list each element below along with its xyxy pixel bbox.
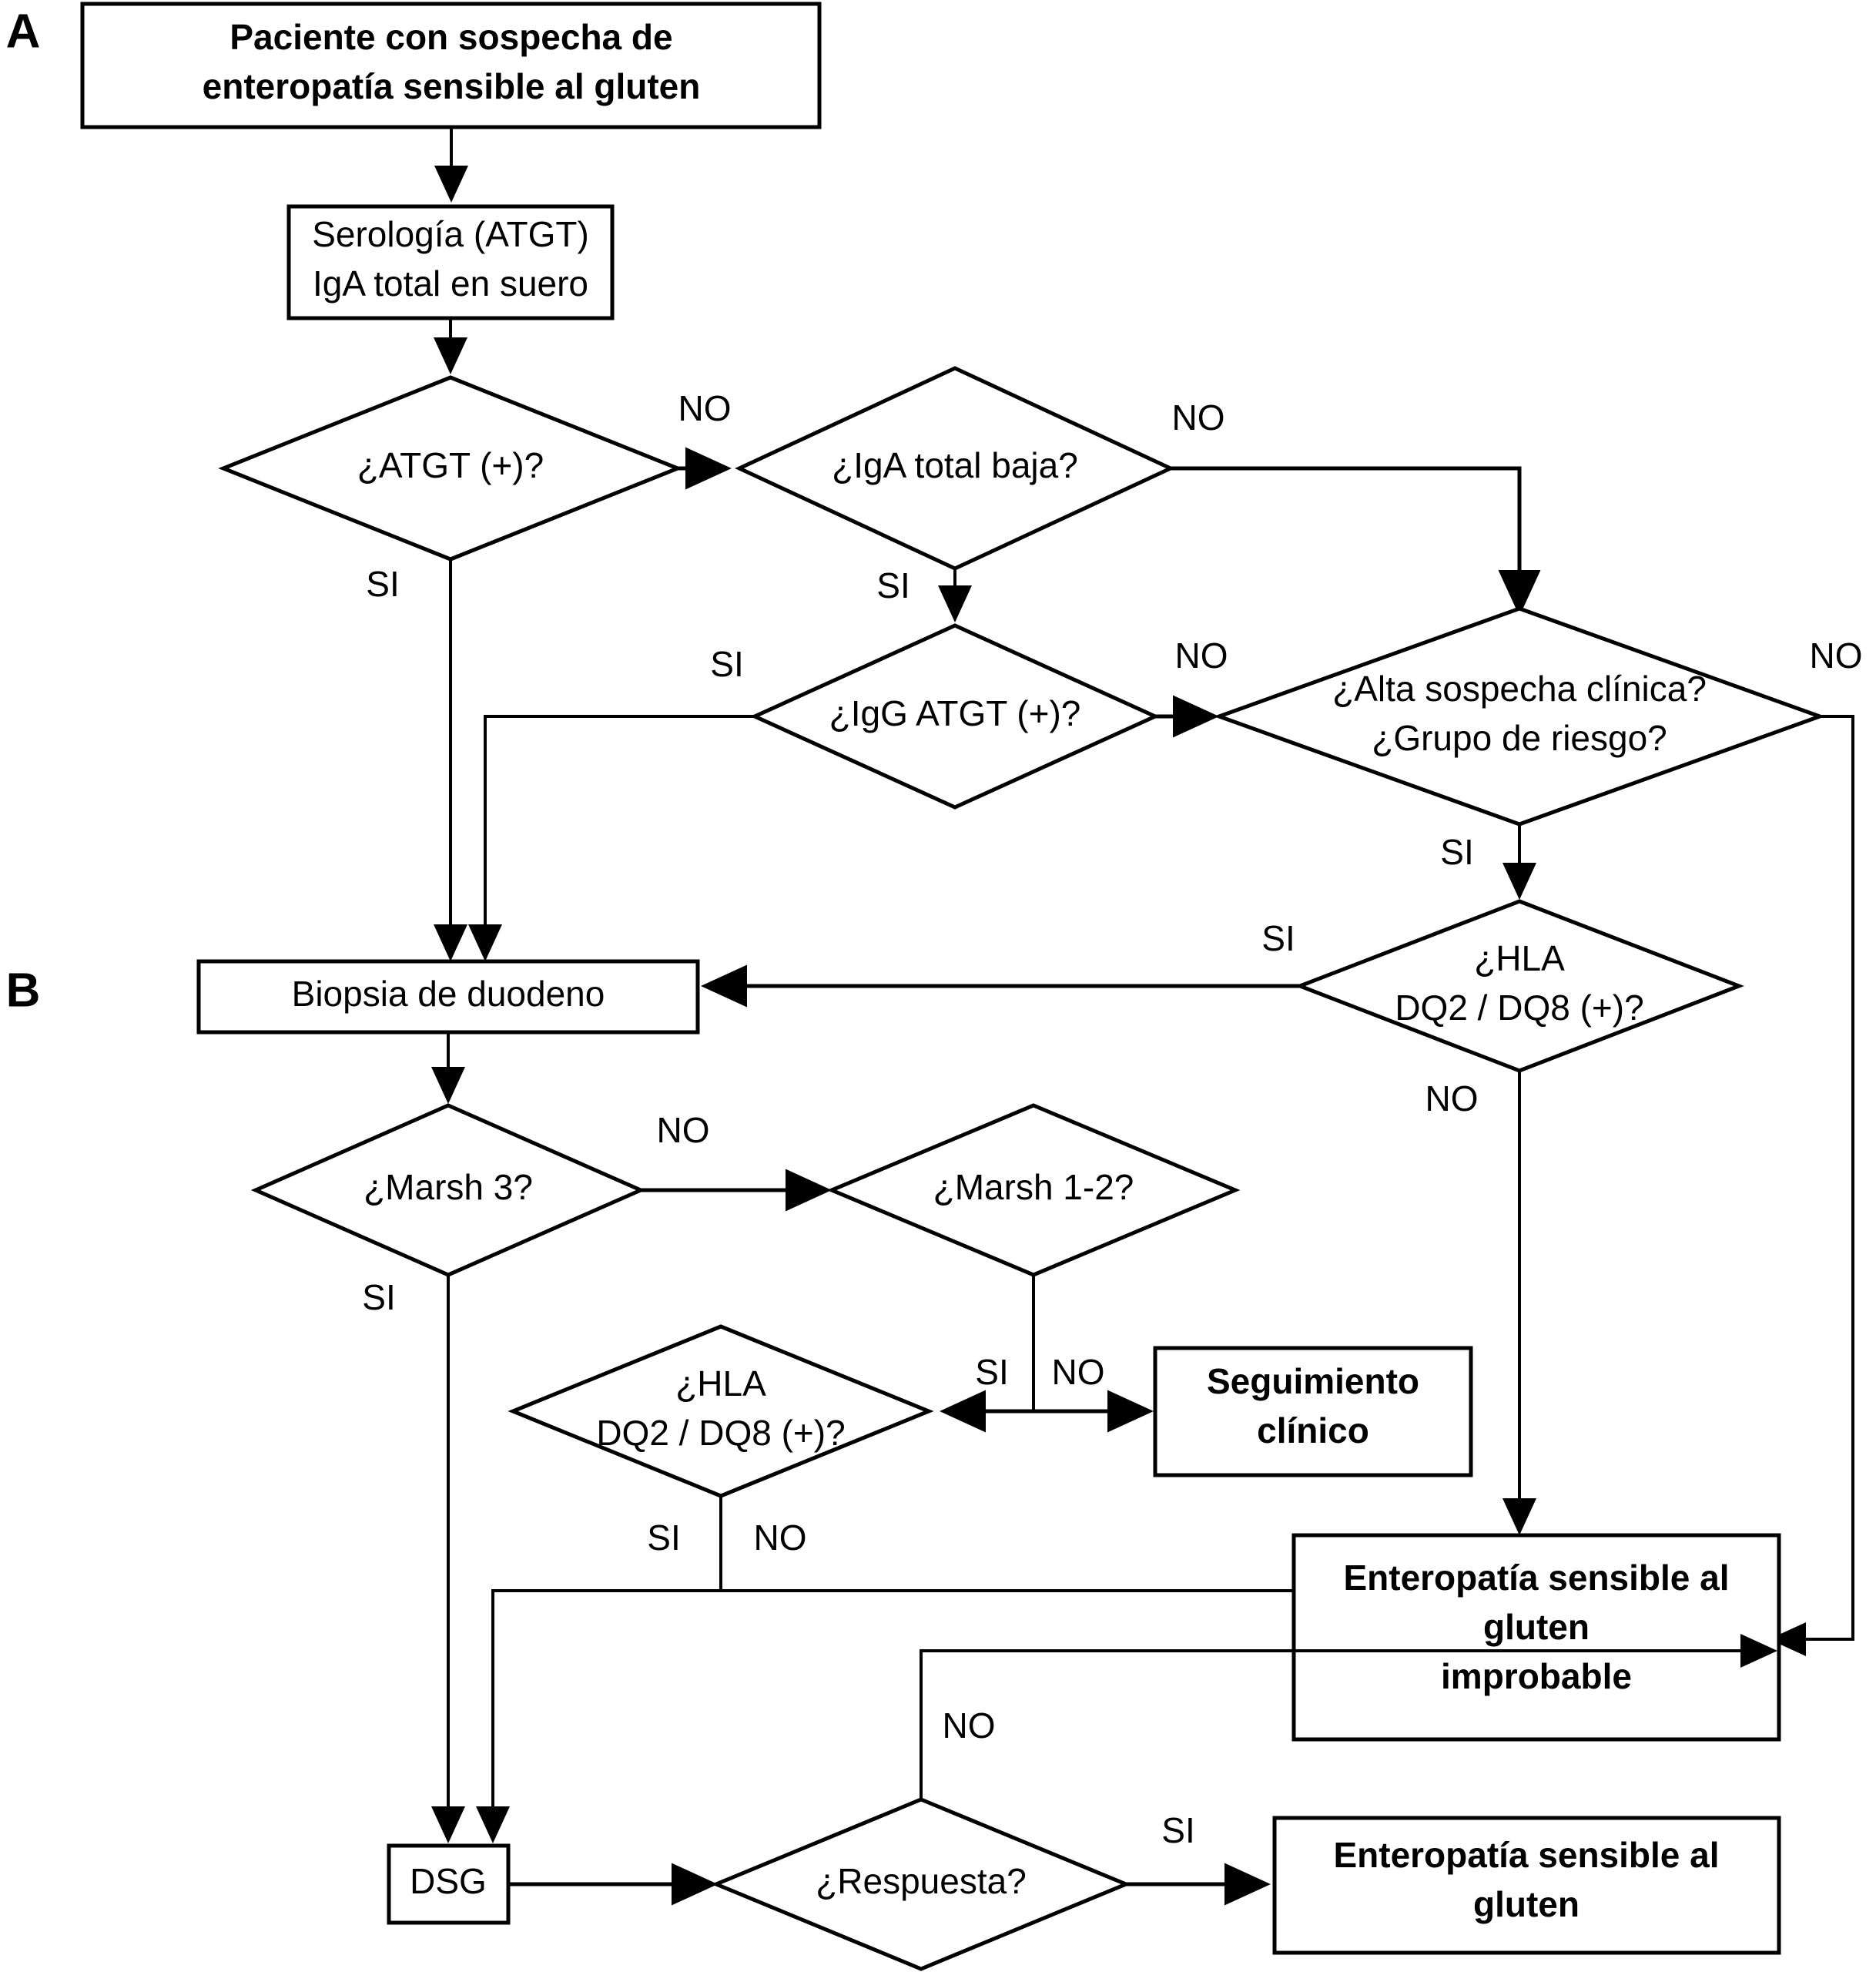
node-marsh12-label: ¿Marsh 1-2? <box>933 1167 1134 1207</box>
node-improbable-line2: gluten <box>1483 1607 1590 1647</box>
node-improbable-line3: improbable <box>1441 1656 1632 1696</box>
node-serologia-line2: IgA total en suero <box>313 263 588 304</box>
edge-label-respuesta-si: SI <box>1161 1810 1194 1850</box>
node-respuesta: ¿Respuesta? <box>711 1797 1131 1971</box>
edge-igg-si <box>468 715 755 961</box>
node-seguimiento: Seguimiento clínico <box>1153 1346 1473 1477</box>
edge-label-respuesta-no: NO <box>943 1705 996 1746</box>
node-igg-atgt: ¿IgG ATGT (+)? <box>749 623 1161 810</box>
node-hla-bottom: ¿HLA DQ2 / DQ8 (+)? <box>508 1324 934 1498</box>
node-final-line1: Enteropatía sensible al <box>1333 1835 1719 1875</box>
edge-label-sospecha-si: SI <box>1440 832 1473 872</box>
edge-hla-bottom-si <box>476 1589 721 1843</box>
node-start-line1: Paciente con sospecha de <box>229 17 672 57</box>
node-hla-bottom-line1: ¿HLA <box>675 1363 766 1404</box>
node-dsg: DSG <box>387 1843 511 1925</box>
edge-iga-no <box>1171 466 1541 616</box>
node-seguimiento-line2: clínico <box>1257 1410 1369 1450</box>
edge-label-marsh12-si: SI <box>975 1352 1008 1392</box>
node-seguimiento-line1: Seguimiento <box>1207 1361 1419 1401</box>
node-sospecha-line2: ¿Grupo de riesgo? <box>1372 718 1667 758</box>
node-start: Paciente con sospecha de enteropatía sen… <box>80 2 822 129</box>
edge-label-hla-bottom-no: NO <box>754 1518 807 1558</box>
edge-respuesta-no <box>920 1634 1777 1846</box>
edge-label-sospecha-no: NO <box>1810 636 1863 676</box>
node-serologia-line1: Serología (ATGT) <box>312 214 589 254</box>
edge-label-iga-no: NO <box>1172 397 1225 438</box>
node-marsh3-label: ¿Marsh 3? <box>363 1167 533 1207</box>
node-hla-bottom-line2: DQ2 / DQ8 (+)? <box>596 1413 845 1453</box>
edge-label-marsh12-no: NO <box>1052 1352 1105 1392</box>
edge-label-atgt-si: SI <box>366 564 399 604</box>
node-dsg-label: DSG <box>410 1861 487 1901</box>
node-iga-baja: ¿IgA total baja? <box>735 366 1175 571</box>
node-hla-top-line1: ¿HLA <box>1474 938 1565 978</box>
edge-label-hla-top-si: SI <box>1261 918 1295 958</box>
panel-label-b: B <box>6 964 41 1017</box>
node-hla-top: ¿HLA DQ2 / DQ8 (+)? <box>1295 899 1744 1073</box>
node-serologia: Serología (ATGT) IgA total en suero <box>286 204 615 320</box>
node-marsh12: ¿Marsh 1-2? <box>826 1103 1241 1277</box>
node-atgt: ¿ATGT (+)? <box>218 375 683 562</box>
edge-label-marsh3-si: SI <box>362 1277 395 1317</box>
node-igg-atgt-label: ¿IgG ATGT (+)? <box>829 693 1081 733</box>
node-respuesta-label: ¿Respuesta? <box>816 1861 1027 1901</box>
node-biopsia: Biopsia de duodeno <box>196 959 700 1035</box>
node-atgt-label: ¿ATGT (+)? <box>357 445 544 485</box>
edge-label-hla-top-no: NO <box>1425 1078 1479 1118</box>
node-final-line2: gluten <box>1473 1884 1580 1924</box>
node-iga-baja-label: ¿IgA total baja? <box>832 445 1078 485</box>
edge-label-hla-bottom-si: SI <box>647 1518 680 1558</box>
edge-label-marsh3-no: NO <box>657 1110 710 1150</box>
panel-label-a: A <box>6 5 41 58</box>
edge-label-iga-si: SI <box>876 565 910 605</box>
node-biopsia-label: Biopsia de duodeno <box>292 974 605 1014</box>
node-improbable: Enteropatía sensible al gluten improbabl… <box>1291 1533 1781 1742</box>
edge-sospecha-no <box>1769 715 1854 1656</box>
node-final: Enteropatía sensible al gluten <box>1272 1816 1781 1955</box>
edge-label-igg-si: SI <box>710 644 743 684</box>
node-improbable-line1: Enteropatía sensible al <box>1343 1558 1729 1598</box>
node-marsh3: ¿Marsh 3? <box>250 1103 646 1277</box>
node-sospecha: ¿Alta sospecha clínica? ¿Grupo de riesgo… <box>1213 606 1826 827</box>
edge-label-atgt-no: NO <box>678 388 732 428</box>
edge-label-igg-no: NO <box>1175 636 1228 676</box>
node-start-line2: enteropatía sensible al gluten <box>203 66 701 106</box>
node-hla-top-line2: DQ2 / DQ8 (+)? <box>1395 988 1643 1028</box>
node-sospecha-line1: ¿Alta sospecha clínica? <box>1332 669 1707 709</box>
